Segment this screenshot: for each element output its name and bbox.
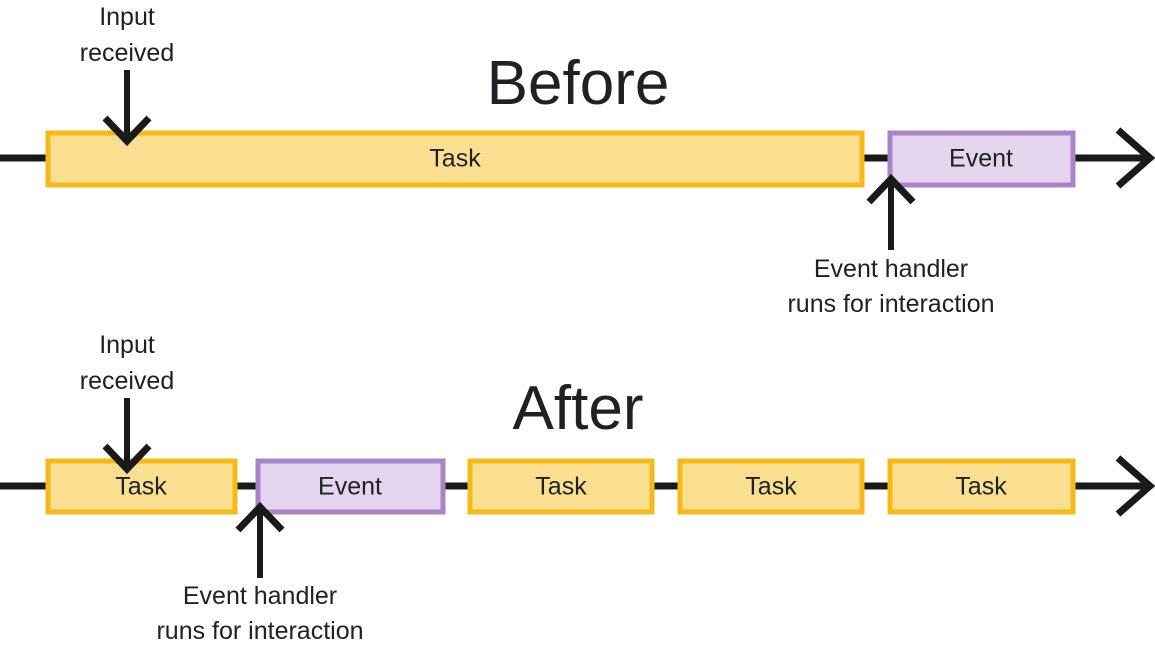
before-title: Before [487, 49, 670, 118]
before-timeline [0, 127, 1155, 189]
after-task-box-4 [887, 458, 1076, 515]
after-task-label-2: Task [535, 473, 587, 501]
before-input-annotation: Input received [80, 3, 175, 147]
before-input-annotation-line1: Input [99, 3, 155, 31]
after-task-box-1 [45, 458, 238, 515]
after-timeline [0, 455, 1155, 517]
after-task-label-3: Task [745, 473, 797, 501]
before-handler-annotation-line1: Event handler [814, 255, 968, 283]
after-task-box-3 [677, 458, 865, 515]
after-input-annotation: Input received [80, 331, 175, 475]
before-task-block: Task [45, 130, 865, 188]
after-task-block-4: Task [887, 458, 1076, 515]
after-handler-annotation: Event handler runs for interaction [156, 501, 364, 645]
before-event-box [887, 130, 1076, 188]
after-task-label-4: Task [955, 473, 1007, 501]
after-title: After [513, 374, 644, 443]
after-task-box-2 [467, 458, 655, 515]
after-event-label: Event [318, 473, 382, 501]
after-task-block-3: Task [677, 458, 865, 515]
after-handler-arrow-up-icon [235, 501, 285, 533]
before-input-annotation-line2: received [80, 39, 175, 67]
after-task-block-2: Task [467, 458, 655, 515]
after-input-arrow-down-icon [102, 443, 152, 475]
after-input-annotation-line2: received [80, 367, 175, 395]
after-task-label-1: Task [115, 473, 167, 501]
after-input-annotation-line1: Input [99, 331, 155, 359]
before-event-block: Event [887, 130, 1076, 188]
before-task-label: Task [429, 145, 481, 173]
after-event-box [255, 458, 446, 515]
before-handler-annotation-line2: runs for interaction [787, 290, 994, 318]
after-handler-annotation-line1: Event handler [183, 582, 337, 610]
before-handler-arrow-up-icon [866, 173, 916, 205]
before-handler-annotation: Event handler runs for interaction [787, 173, 995, 318]
before-input-arrow-down-icon [102, 115, 152, 147]
after-event-block: Event [255, 458, 446, 515]
after-timeline-arrow-icon [1115, 455, 1155, 517]
before-section: Before Task Event Input received [0, 3, 1155, 318]
after-task-block-1: Task [45, 458, 238, 515]
after-section: After Task Event [0, 331, 1155, 645]
after-handler-annotation-line2: runs for interaction [156, 617, 363, 645]
before-task-box [45, 130, 865, 188]
before-event-label: Event [949, 145, 1013, 173]
before-timeline-arrow-icon [1115, 127, 1155, 189]
